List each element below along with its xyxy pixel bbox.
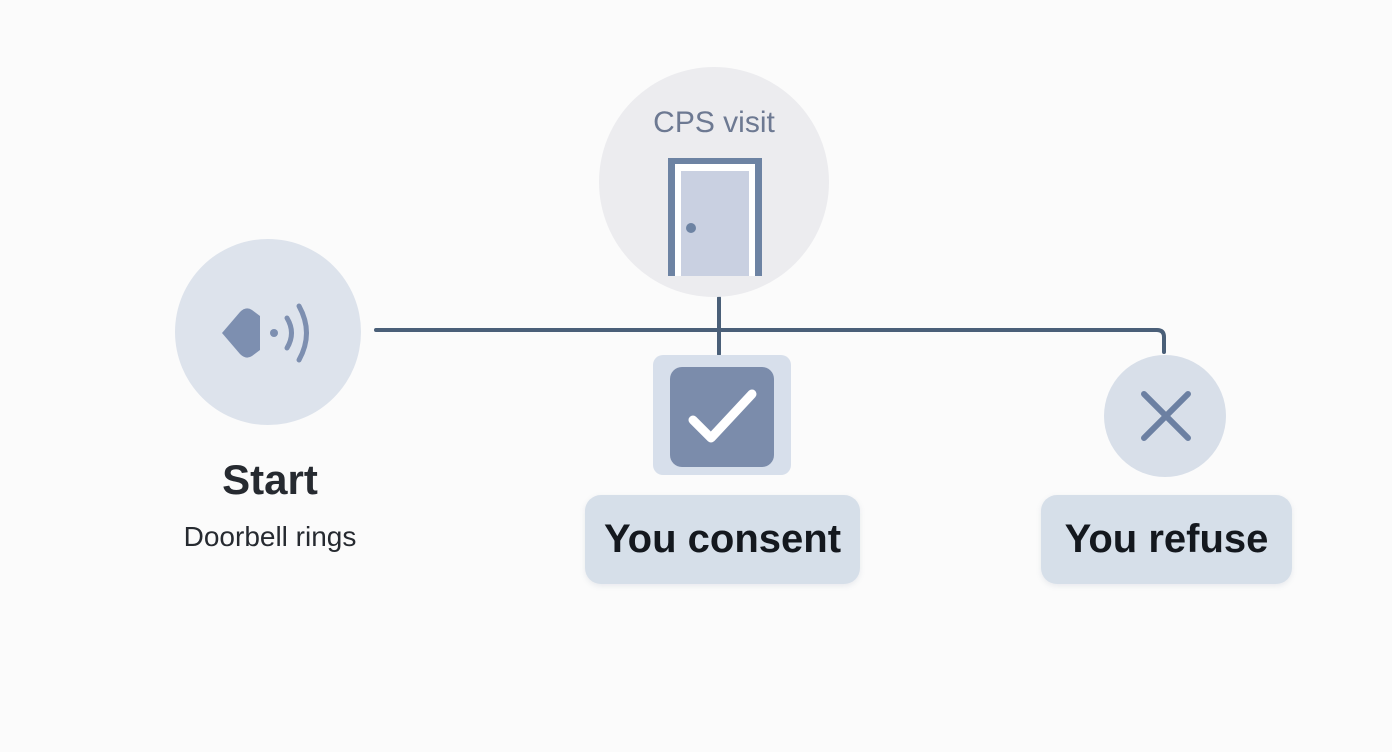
start-node <box>175 239 361 425</box>
main-connector-line <box>374 328 1166 354</box>
refuse-label-pill: You refuse <box>1041 495 1292 584</box>
doorbell-sound-icon <box>222 303 309 363</box>
start-title: Start <box>222 456 318 503</box>
cps-visit-label: CPS visit <box>653 106 775 139</box>
consent-node <box>653 355 791 475</box>
consent-label-pill: You consent <box>585 495 860 584</box>
start-circle <box>175 239 361 425</box>
connector-lines <box>374 296 1166 356</box>
door-icon <box>668 158 762 276</box>
refuse-node <box>1104 355 1226 477</box>
checkmark-icon <box>688 389 757 443</box>
start-subtitle: Doorbell rings <box>183 521 357 552</box>
cps-visit-node <box>599 67 829 297</box>
consent-check-box <box>670 367 774 467</box>
x-icon <box>1141 391 1191 441</box>
